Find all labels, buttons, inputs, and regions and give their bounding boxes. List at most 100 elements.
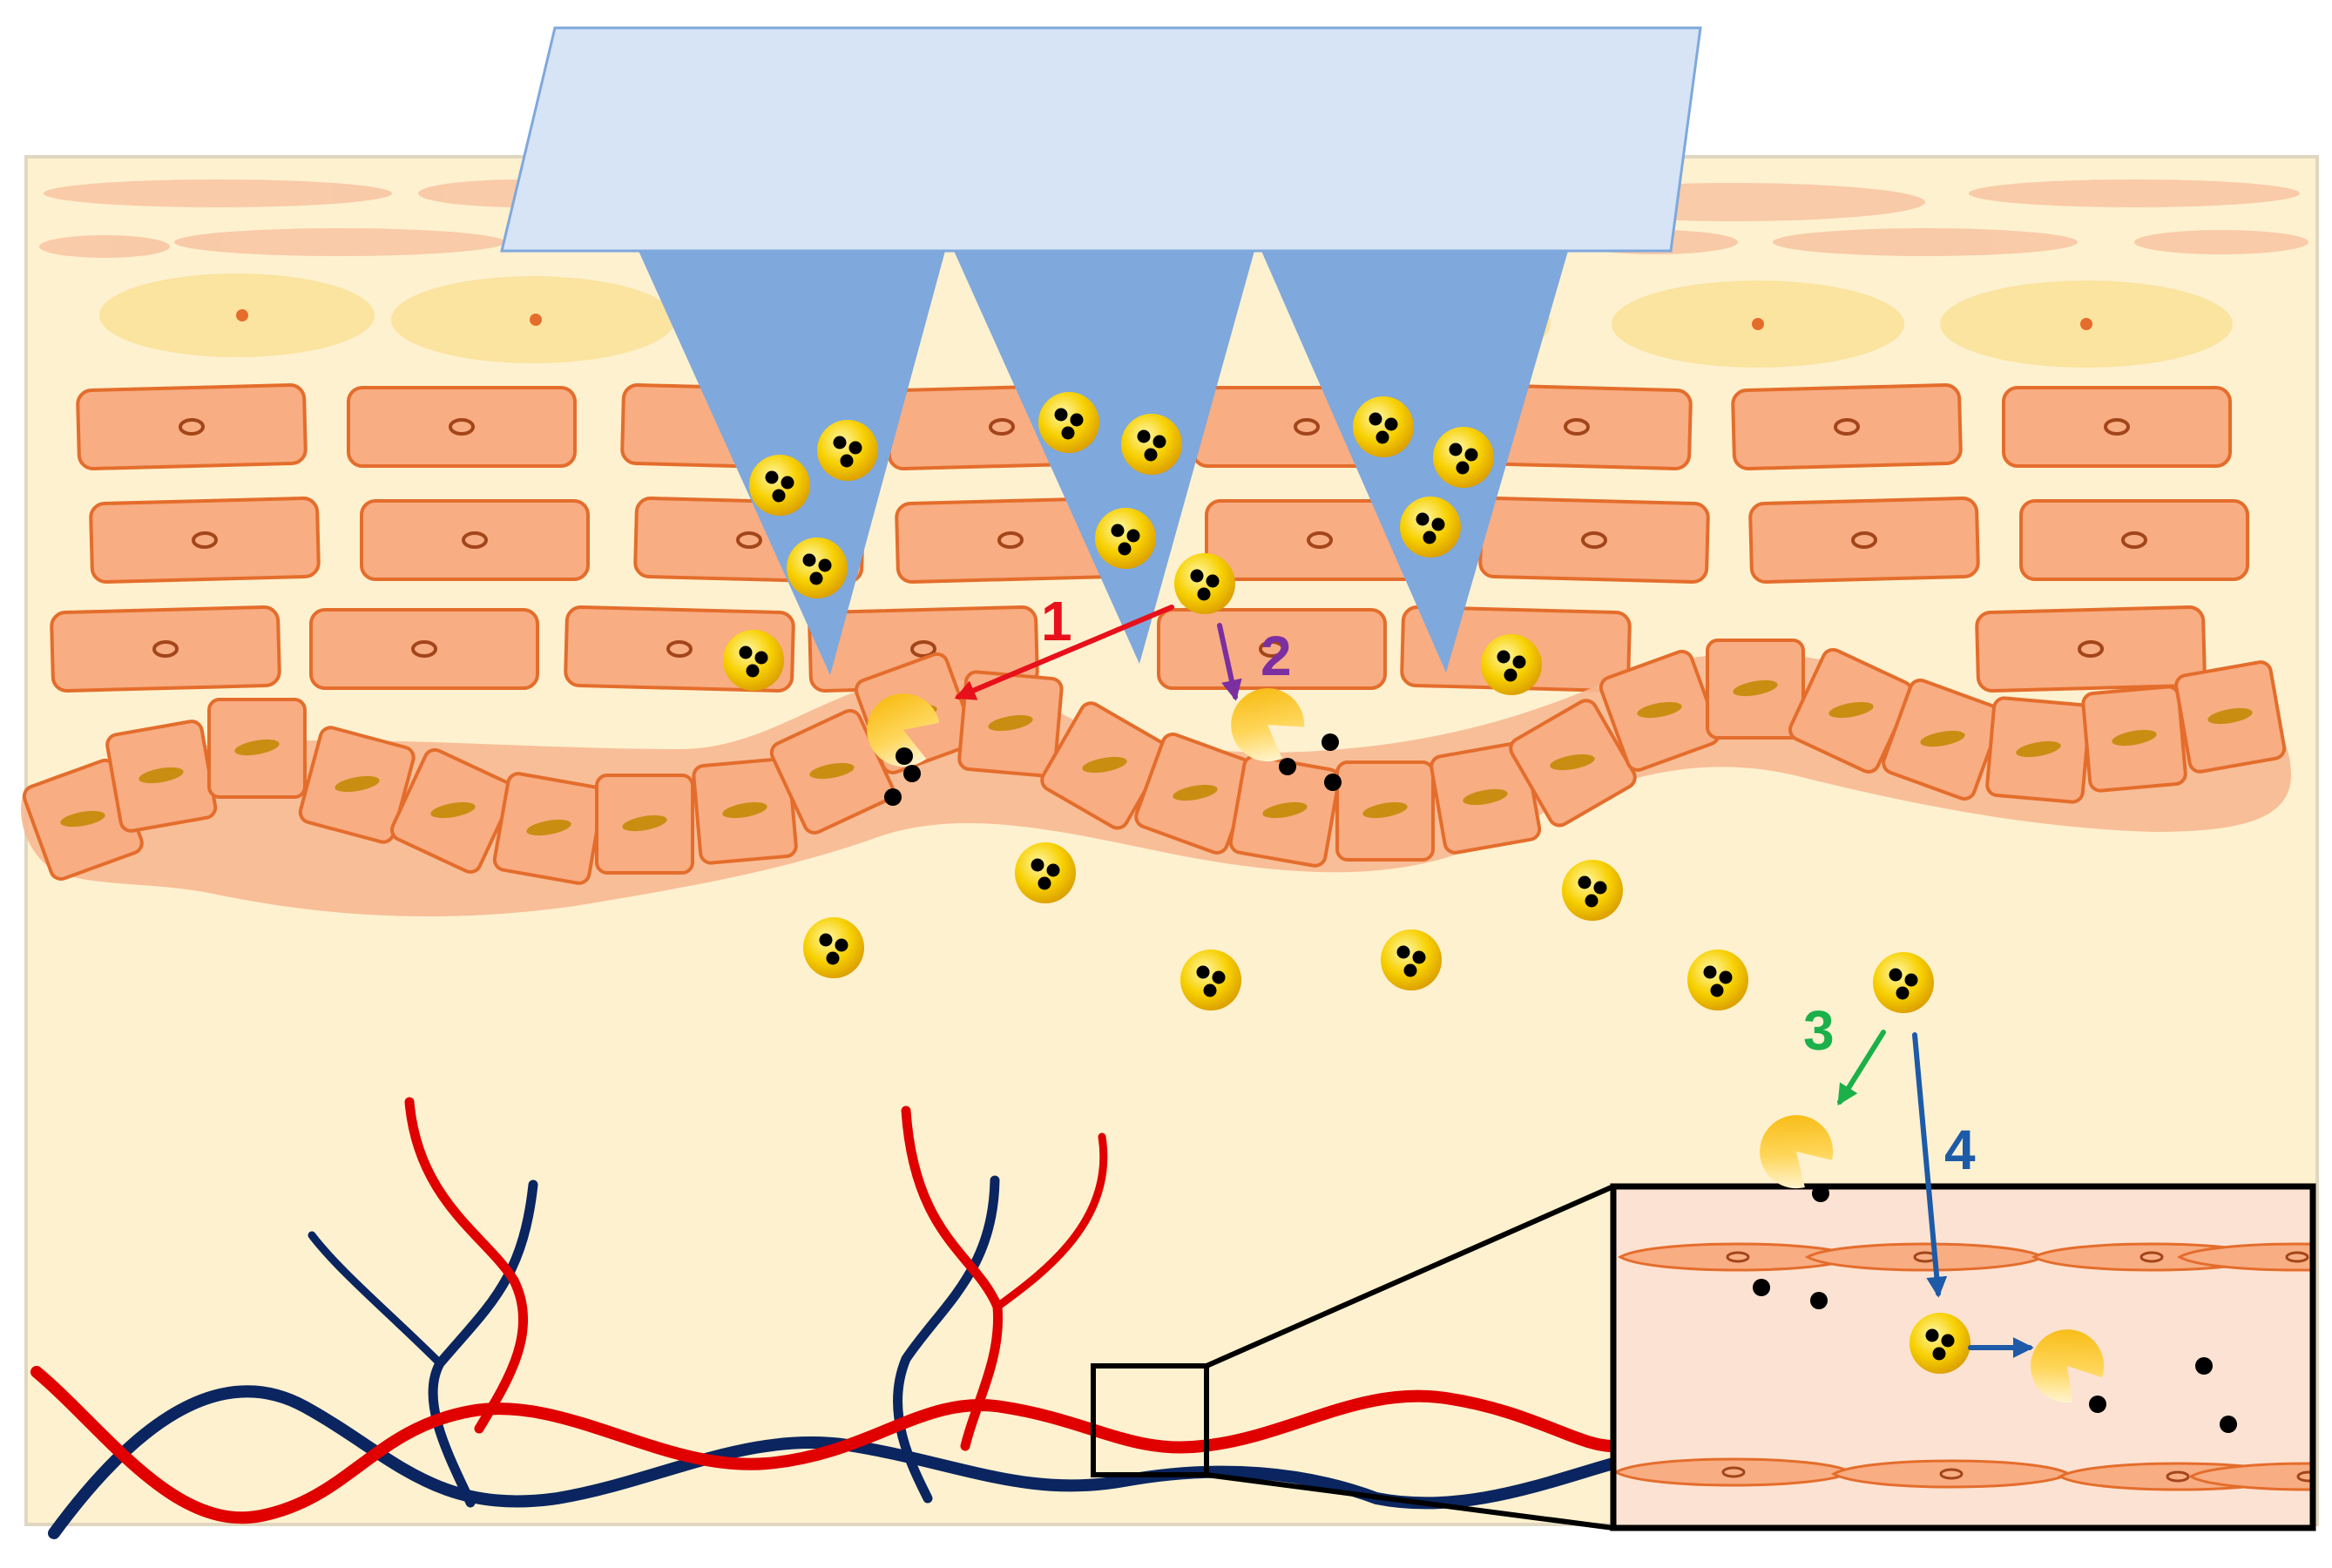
microneedle-patch [500,26,1702,675]
nanoparticle-icon [787,537,848,598]
nanoparticle-icon [1400,497,1461,558]
nanoparticle-icon [1910,1313,1970,1374]
nanoparticle-icon [1015,842,1076,903]
basal-cell [105,720,218,833]
macrophage-icon [1231,688,1305,762]
nanoparticles [723,392,1970,1374]
artery-main [30,1366,1619,1524]
spinous-cell [347,386,577,468]
basal-cell [692,757,798,865]
stratum-corneum [39,179,2308,258]
spinous-cells [50,383,2249,693]
nanoparticle-icon [1687,950,1748,1010]
spinous-cell [309,608,539,690]
basal-cell [1788,647,1914,774]
step-arrows [954,605,2034,1358]
endothelial-cell [1613,1457,1855,1487]
basal-cell [1882,678,2004,801]
nanoparticle-icon [1433,427,1494,488]
nanoparticle-icon [817,420,878,481]
drug-molecule [1321,733,1339,751]
drug-molecule [1812,1185,1829,1202]
step-label-3: 3 [1803,999,1835,1062]
spinous-cell [1748,497,1980,584]
artery-branch-2 [901,1105,1004,1451]
basal-cell [957,670,1064,778]
endothelial-cell [1804,1242,2046,1272]
microneedle-2 [954,251,1254,664]
drug-molecule [2089,1396,2106,1413]
drug-molecule [903,765,921,782]
macrophage-icon [2031,1329,2105,1403]
spinous-cell [2002,386,2232,468]
basal-cell [595,774,694,875]
nanoparticle-icon [1174,553,1235,614]
nanoparticle-icon [803,917,864,978]
nanoparticle-icon [1121,414,1182,475]
basal-cell [1430,741,1542,855]
spinous-cell [50,605,281,693]
nanoparticle-icon [1095,508,1156,569]
nanoparticle-icon [1381,929,1442,990]
drug-molecule [1279,758,1296,775]
spinous-cell [895,497,1126,584]
step-label-1: 1 [1041,590,1072,652]
macrophage-icon [867,693,940,767]
spinous-cell [1157,608,1387,690]
nanoparticle-icon [1562,860,1623,921]
spinous-cell [76,383,308,470]
immune-cells [867,688,2105,1403]
nanoparticle-icon [1873,952,1934,1013]
vein-branch-1b [308,1231,444,1368]
spinous-cell [360,499,590,581]
spinous-cell [1478,497,1710,584]
vein-branch-2 [893,1175,1000,1504]
nanoparticle-icon [1353,396,1414,457]
nanoparticle-icon [1481,634,1542,695]
endothelial-cell [2187,1462,2313,1491]
spinous-cell [89,497,321,584]
basal-cell [207,698,307,799]
arrow-step-1 [954,605,1174,700]
artery-branch-2b [993,1132,1108,1311]
basal-cell [492,772,605,885]
basal-layer [21,639,2291,916]
microneedle-3 [1261,251,1568,672]
arrow-step-4 [1912,1032,1948,1298]
arrow-step-3 [1837,1030,1886,1106]
nanoparticle-icon [1180,950,1241,1010]
nanoparticle-icon [749,455,810,516]
basal-cell [1509,699,1637,828]
vessel-inset [1610,1183,2316,1531]
endothelial-cell [2176,1242,2313,1272]
spinous-cell [1731,383,1963,470]
released-drug [884,733,2237,1433]
basal-cell [1040,701,1168,830]
endothelial-cell [1830,1459,2072,1489]
drug-molecule [884,788,902,806]
basal-cell [1335,760,1435,862]
basal-cell [2081,685,2187,793]
macrophage-icon [1760,1115,1834,1189]
drug-molecule [1810,1292,1828,1309]
arrow-step-2 [1217,623,1242,701]
basal-cell [1599,649,1720,772]
zoom-indicator [1091,1184,1615,1531]
basal-cell [298,726,416,844]
drug-molecule [896,747,913,765]
basal-cell [390,747,516,874]
step-label-2: 2 [1261,625,1292,687]
artery-branch-1 [404,1097,529,1434]
drug-molecule [2195,1357,2213,1375]
spinous-cell [1975,605,2207,693]
spinous-cell [2019,499,2249,581]
basal-cell [1706,639,1805,740]
step-label-4: 4 [1944,1119,1976,1181]
basal-cell [769,708,895,835]
nanoparticle-icon [1038,392,1099,453]
drug-molecule [1753,1279,1770,1296]
drug-molecule [1324,774,1342,791]
drug-molecule [2220,1416,2237,1433]
nanoparticle-icon [723,630,784,691]
